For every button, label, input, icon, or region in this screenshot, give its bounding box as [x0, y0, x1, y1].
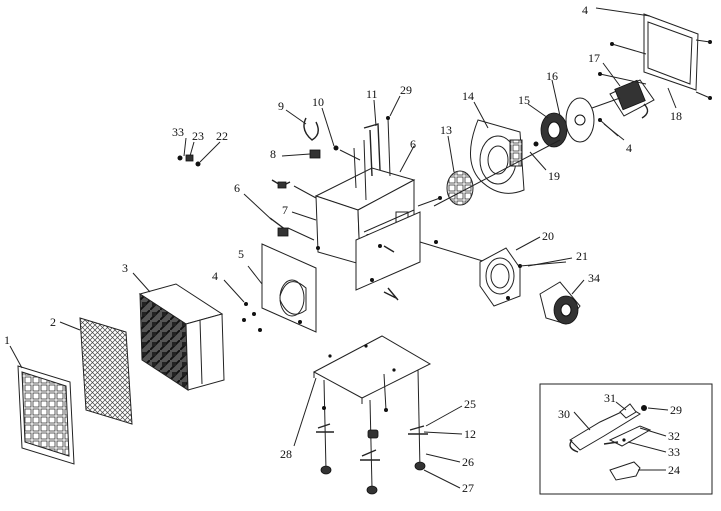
- main-cabinet-part-6-7: [314, 167, 438, 301]
- fan-shroud-part-5: [247, 243, 317, 333]
- detail-inset: [539, 383, 713, 495]
- label-part-26: 26: [462, 455, 474, 469]
- label-part-3: 3: [122, 261, 128, 275]
- label-part-25: 25: [464, 397, 476, 411]
- label-part-2: 2: [50, 315, 56, 329]
- label-part-22: 22: [216, 129, 228, 143]
- leader-lines: [183, 7, 677, 489]
- label-part-6-left: 6: [234, 181, 240, 195]
- evaporator-coil-part-3: [132, 272, 225, 391]
- screws-part-4-left: [223, 279, 262, 332]
- base-pan-part-28: [312, 335, 432, 495]
- label-part-10: 10: [312, 95, 324, 109]
- inset-label-24: 24: [668, 463, 680, 477]
- label-part-8: 8: [270, 147, 276, 161]
- inset-label-31: 31: [604, 391, 616, 405]
- label-part-21: 21: [576, 249, 588, 263]
- label-part-19: 19: [548, 169, 560, 183]
- label-part-5: 5: [238, 247, 244, 261]
- label-part-1: 1: [4, 333, 10, 347]
- label-part-17: 17: [588, 51, 600, 65]
- inset-label-29: 29: [670, 403, 682, 417]
- label-part-23: 23: [192, 129, 204, 143]
- label-part-27: 27: [462, 481, 474, 495]
- label-part-9: 9: [278, 99, 284, 113]
- label-part-28: 28: [280, 447, 292, 461]
- label-part-4-top: 4: [582, 3, 588, 17]
- label-part-4-right: 4: [626, 141, 632, 155]
- label-part-29: 29: [400, 83, 412, 97]
- label-part-15: 15: [518, 93, 530, 107]
- blower-assembly: [417, 13, 712, 207]
- label-part-33: 33: [172, 125, 184, 139]
- label-part-18: 18: [670, 109, 682, 123]
- label-part-34: 34: [588, 271, 600, 285]
- outlet-collar-part-20-21-34: [419, 241, 581, 325]
- label-part-7: 7: [282, 203, 288, 217]
- cabinet-small-parts: [269, 116, 391, 241]
- label-part-6-right: 6: [410, 137, 416, 151]
- label-part-12: 12: [464, 427, 476, 441]
- label-part-4-left: 4: [212, 269, 218, 283]
- label-part-16: 16: [546, 69, 558, 83]
- label-part-14: 14: [462, 89, 474, 103]
- inset-label-33: 33: [668, 445, 680, 459]
- inset-label-32: 32: [668, 429, 680, 443]
- label-part-20: 20: [542, 229, 554, 243]
- front-grille-part-1: [9, 345, 75, 465]
- small-hardware-33-23-22: [177, 154, 201, 167]
- filter-mesh-part-2: [59, 317, 133, 425]
- inset-label-30: 30: [558, 407, 570, 421]
- label-part-13: 13: [440, 123, 452, 137]
- label-part-11: 11: [366, 87, 378, 101]
- part-labels: 1 2 3 4 5 6 7 8 9 10 11 29 6 14 13 15 16…: [4, 3, 682, 495]
